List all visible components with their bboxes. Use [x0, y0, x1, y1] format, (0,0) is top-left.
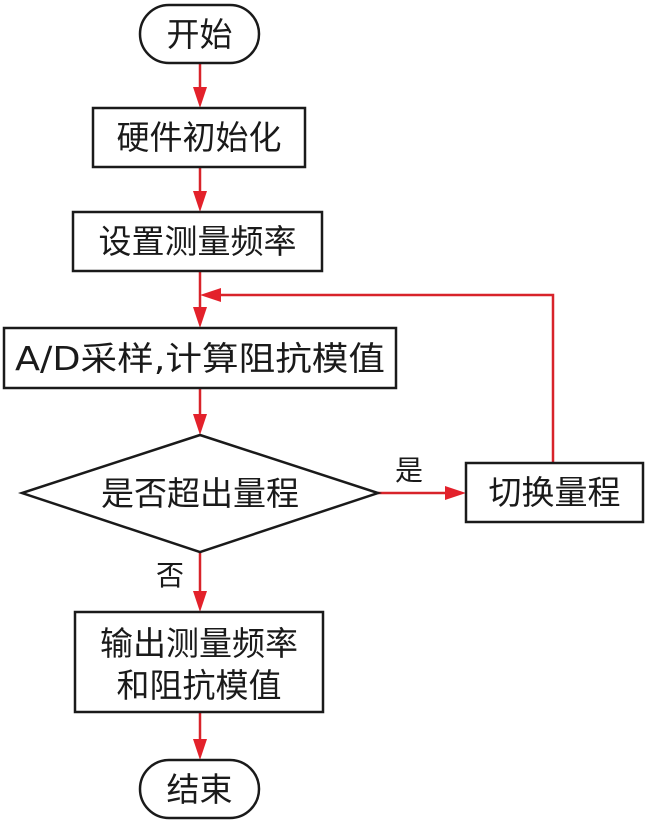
node-over-range: 是否超出量程 — [17, 433, 383, 554]
node-switch-range-label: 切换量程 — [489, 473, 621, 512]
process-box — [2, 326, 398, 390]
node-end-label: 结束 — [167, 770, 233, 809]
node-output-label-line-2: 和阻抗模值 — [117, 666, 282, 705]
arrowhead-icon — [193, 591, 207, 612]
edge-switch-range-loop-back — [212, 293, 555, 463]
node-output-label-line-1: 输出测量频率 — [100, 624, 298, 663]
node-set-freq: 设置测量频率 — [71, 210, 324, 273]
node-switch-range: 切换量程 — [464, 461, 645, 524]
edges — [193, 63, 555, 760]
node-hw-init-label: 硬件初始化 — [117, 118, 282, 157]
arrowhead-icon — [193, 307, 207, 328]
node-end: 结束 — [138, 758, 261, 820]
edge-label-no: 否 — [156, 559, 184, 592]
edge-label-yes: 是 — [395, 454, 423, 487]
terminator-shape — [138, 3, 261, 65]
process-box — [91, 106, 307, 169]
node-ad-sample: A/D采样,计算阻抗模值 — [2, 326, 398, 390]
arrowhead-icon — [445, 486, 466, 500]
process-box — [464, 461, 645, 524]
node-output: 输出测量频率 和阻抗模值 — [73, 610, 325, 714]
decision-diamond — [17, 433, 383, 554]
process-box — [73, 610, 325, 714]
arrowhead-icon — [193, 191, 207, 212]
node-start: 开始 — [138, 3, 261, 65]
terminator-shape — [138, 758, 261, 820]
process-box — [71, 210, 324, 273]
arrowhead-icon — [193, 87, 207, 108]
node-hw-init: 硬件初始化 — [91, 106, 307, 169]
node-set-freq-label: 设置测量频率 — [99, 222, 297, 261]
arrowhead-icon — [193, 414, 207, 435]
node-start-label: 开始 — [167, 15, 233, 54]
arrowhead-icon — [193, 739, 207, 760]
node-ad-sample-label: A/D采样,计算阻抗模值 — [15, 339, 385, 378]
arrowhead-icon — [200, 288, 221, 302]
node-over-range-label: 是否超出量程 — [101, 474, 299, 513]
